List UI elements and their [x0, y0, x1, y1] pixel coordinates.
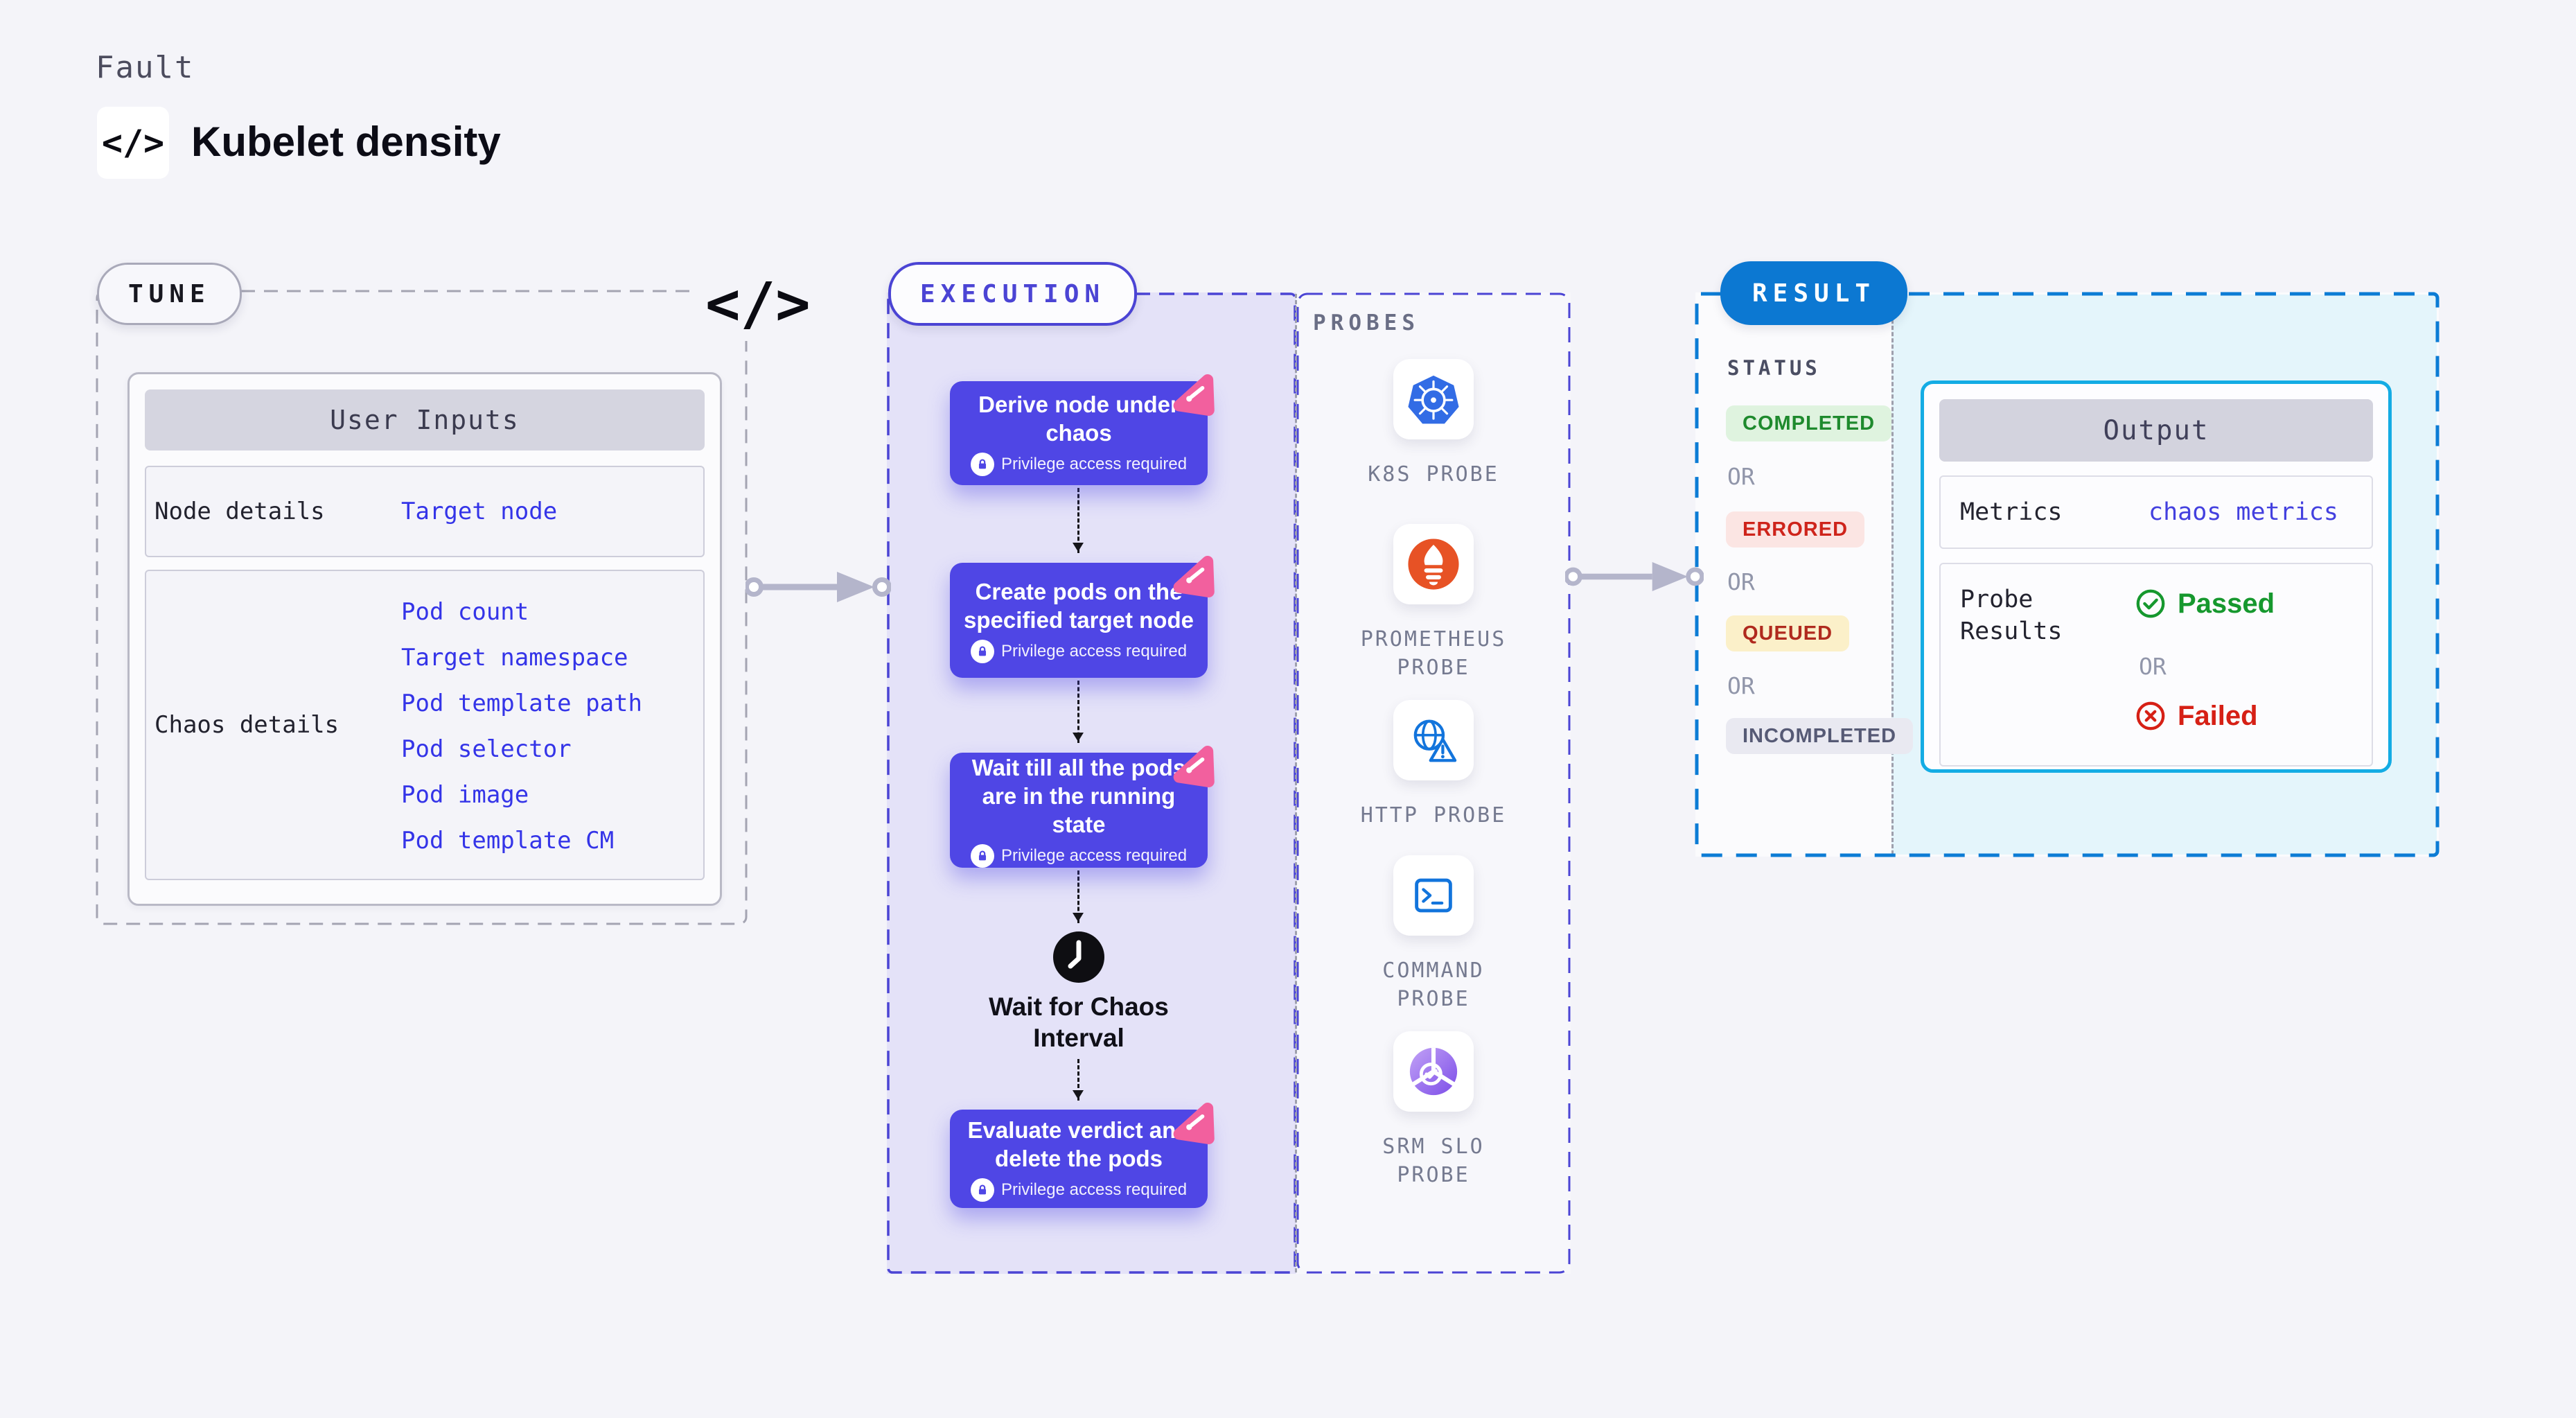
output-table: Output Metrics chaos metrics Probe Resul… — [1921, 380, 2392, 773]
user-inputs-table: User Inputs Node details Target node Cha… — [127, 372, 722, 906]
row-label: Probe Results — [1960, 586, 2063, 645]
step-title: Wait till all the pods are in the runnin… — [971, 754, 1186, 837]
probe-label: PROMETHEUS PROBE — [1360, 627, 1507, 680]
privilege-label: Privilege access required — [1000, 846, 1188, 865]
step-connector — [1073, 681, 1084, 743]
chaos-metrics-link[interactable]: chaos metrics — [2149, 498, 2338, 526]
chaos-badge-icon — [1173, 745, 1215, 787]
tune-code-icon: </> — [697, 266, 819, 341]
table-row: Chaos details Pod count Target namespace… — [145, 570, 705, 880]
row-label: Chaos details — [155, 711, 339, 739]
probe-label: COMMAND PROBE — [1382, 959, 1485, 1011]
step-wait-chaos-interval: Wait for Chaos Interval — [989, 992, 1169, 1052]
privilege-label: Privilege access required — [1000, 642, 1188, 660]
or-label: OR — [1727, 672, 1755, 699]
x-circle-icon — [2136, 701, 2165, 730]
code-icon: </> — [97, 107, 169, 179]
input-link-target-node[interactable]: Target node — [401, 498, 558, 525]
chaos-badge-icon — [1173, 1102, 1215, 1144]
chaos-badge-icon — [1173, 374, 1215, 416]
step-wait-pods-running: Wait till all the pods are in the runnin… — [950, 745, 1215, 868]
prometheus-probe-icon — [1393, 524, 1474, 604]
probes-label: PROBES — [1313, 310, 1420, 335]
lock-icon — [970, 453, 994, 476]
input-link-pod-image[interactable]: Pod image — [401, 781, 529, 809]
clock-icon — [1052, 931, 1105, 983]
status-chip-errored: ERRORED — [1726, 511, 1865, 548]
row-label: Node details — [155, 498, 325, 525]
user-inputs-header: User Inputs — [145, 389, 705, 450]
probe-result-passed: Passed — [2135, 588, 2275, 620]
input-link-pod-template-path[interactable]: Pod template path — [401, 690, 642, 717]
input-link-pod-template-cm[interactable]: Pod template CM — [401, 827, 615, 855]
probe-label: SRM SLO PROBE — [1382, 1135, 1485, 1187]
result-badge: RESULT — [1720, 261, 1908, 325]
row-label: Metrics — [1960, 498, 2063, 526]
check-circle-icon — [2136, 589, 2165, 618]
step-evaluate-verdict: Evaluate verdict and delete the pods Pri… — [950, 1102, 1215, 1208]
step-derive-node: Derive node under chaos Privilege access… — [950, 374, 1215, 485]
step-connector — [1073, 1059, 1084, 1101]
flow-arrow-icon — [746, 572, 891, 602]
tune-container — [96, 290, 748, 925]
input-link-pod-count[interactable]: Pod count — [401, 598, 529, 626]
step-title: Evaluate verdict and delete the pods — [967, 1117, 1190, 1171]
probe-result-failed: Failed — [2135, 700, 2258, 732]
status-label: STATUS — [1727, 356, 1821, 380]
flow-arrow-icon — [1565, 562, 1704, 591]
status-chip-completed: COMPLETED — [1726, 405, 1892, 441]
privilege-label: Privilege access required — [1000, 455, 1188, 473]
table-row: Node details Target node — [145, 466, 705, 557]
execution-probes-divider — [1295, 294, 1297, 1272]
privilege-label: Privilege access required — [1000, 1180, 1188, 1199]
status-chip-incompleted: INCOMPLETED — [1726, 718, 1914, 754]
or-label: OR — [1727, 463, 1755, 490]
or-label: OR — [1727, 568, 1755, 595]
probe-label: HTTP PROBE — [1360, 803, 1507, 828]
probes-container — [1296, 292, 1571, 1274]
or-label: OR — [2139, 653, 2167, 680]
tune-badge: TUNE — [97, 263, 242, 325]
lock-icon — [970, 640, 994, 663]
probe-label: K8S PROBE — [1368, 462, 1499, 487]
status-chip-queued: QUEUED — [1726, 615, 1850, 651]
fault-kicker: Fault — [96, 50, 195, 85]
step-title: Derive node under chaos — [978, 392, 1179, 446]
lock-icon — [970, 843, 994, 868]
execution-badge: EXECUTION — [888, 262, 1138, 326]
table-row: Probe Results Passed OR Failed — [1939, 563, 2373, 767]
table-row: Metrics chaos metrics — [1939, 475, 2373, 549]
srm-slo-probe-icon — [1393, 1031, 1474, 1112]
step-create-pods: Create pods on the specified target node… — [950, 555, 1215, 678]
lock-icon — [970, 1178, 994, 1202]
chaos-badge-icon — [1173, 555, 1215, 597]
step-title: Create pods on the specified target node — [964, 579, 1194, 633]
step-connector — [1073, 870, 1084, 923]
k8s-probe-icon — [1393, 359, 1474, 439]
http-probe-icon — [1393, 700, 1474, 780]
step-connector — [1073, 488, 1084, 553]
input-link-pod-selector[interactable]: Pod selector — [401, 735, 572, 763]
page-title: Kubelet density — [191, 119, 501, 165]
input-link-target-namespace[interactable]: Target namespace — [401, 644, 628, 672]
command-probe-icon — [1393, 855, 1474, 936]
output-header: Output — [1939, 399, 2373, 462]
